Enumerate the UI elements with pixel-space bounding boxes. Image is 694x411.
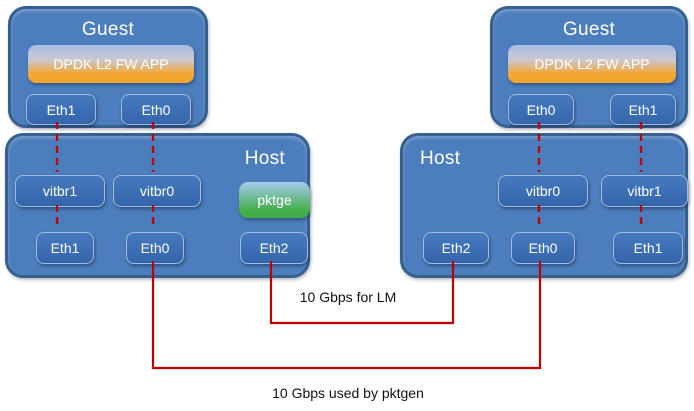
right-host-box: Host vitbr0 vitbr1 Eth2 Eth0 Eth1 [400,133,688,278]
left-host-pktgen: pktge [239,182,310,218]
right-host-port-eth2: Eth2 [423,232,489,264]
right-host-bridge-vitbr0: vitbr0 [498,175,588,207]
pktgen-link-label: 10 Gbps used by pktgen [272,385,424,401]
right-host-port-eth1: Eth1 [613,232,683,264]
right-guest-title: Guest [562,19,616,40]
left-dpdk-l2-fw-app: DPDK L2 FW APP [28,45,194,83]
right-host-bridge-vitbr1: vitbr1 [601,175,688,207]
right-guest-port-eth1: Eth1 [610,94,676,125]
left-guest-title: Guest [81,19,135,40]
left-host-title: Host [244,148,285,169]
right-guest-box: Guest DPDK L2 FW APP Eth0 Eth1 [490,6,688,128]
left-host-port-eth1: Eth1 [36,232,94,264]
left-host-bridge-vitbr0: vitbr0 [113,175,201,207]
right-dpdk-l2-fw-app: DPDK L2 FW APP [508,45,676,83]
left-host-port-eth0: Eth0 [126,232,184,264]
right-host-title: Host [420,148,461,169]
left-host-bridge-vitbr1: vitbr1 [15,175,105,207]
right-guest-port-eth0: Eth0 [508,94,574,125]
left-host-port-eth2: Eth2 [240,232,308,264]
left-guest-box: Guest DPDK L2 FW APP Eth1 Eth0 [8,6,208,128]
lm-link-label: 10 Gbps for LM [299,289,397,305]
left-host-box: Host vitbr1 vitbr0 pktge Eth1 Eth0 Eth2 [5,133,310,278]
right-host-port-eth0: Eth0 [511,232,575,264]
left-guest-port-eth1: Eth1 [26,94,96,125]
left-guest-port-eth0: Eth0 [121,94,191,125]
